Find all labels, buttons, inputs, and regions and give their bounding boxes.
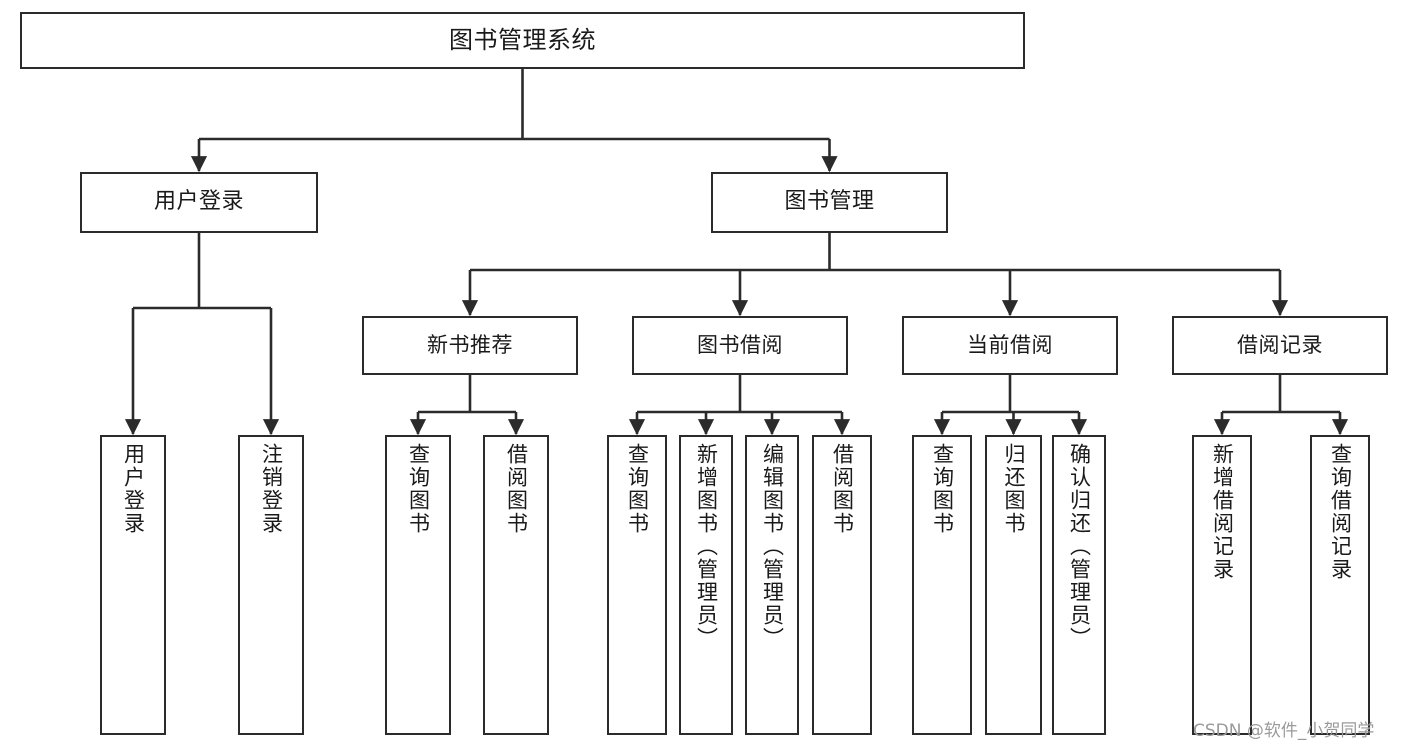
node-label: 新书推荐 xyxy=(427,333,513,358)
node-leaf-confirm-return-admin[interactable]: 确认归还（管理员） xyxy=(1052,435,1106,735)
node-new-book-rec[interactable]: 新书推荐 xyxy=(362,316,578,375)
node-leaf-edit-book-admin[interactable]: 编辑图书（管理员） xyxy=(745,435,799,735)
node-label: 新增图书（管理员） xyxy=(694,443,719,650)
node-label: 注销登录 xyxy=(259,443,284,535)
node-leaf-user-login[interactable]: 用户登录 xyxy=(100,435,166,735)
node-label: 图书管理系统 xyxy=(449,26,596,55)
csdn-watermark: CSDN @软件_小贺同学 xyxy=(1193,721,1375,741)
node-leaf-query-book-borrow[interactable]: 查询图书 xyxy=(607,435,667,735)
node-label: 查询图书 xyxy=(930,443,955,535)
node-leaf-add-book-admin[interactable]: 新增图书（管理员） xyxy=(679,435,733,735)
node-label: 查询图书 xyxy=(625,443,650,535)
node-leaf-return-book[interactable]: 归还图书 xyxy=(985,435,1042,735)
node-label: 图书借阅 xyxy=(697,333,783,358)
node-user-login[interactable]: 用户登录 xyxy=(80,172,318,233)
node-leaf-query-borrow-record[interactable]: 查询借阅记录 xyxy=(1310,435,1370,735)
node-label: 借阅图书 xyxy=(830,443,855,535)
node-leaf-borrow-book-rec[interactable]: 借阅图书 xyxy=(483,435,549,735)
node-label: 用户登录 xyxy=(121,443,146,535)
node-label: 借阅记录 xyxy=(1237,333,1323,358)
node-label: 确认归还（管理员） xyxy=(1067,443,1092,650)
node-label: 编辑图书（管理员） xyxy=(760,443,785,650)
node-leaf-borrow-book[interactable]: 借阅图书 xyxy=(812,435,872,735)
node-leaf-query-book-rec[interactable]: 查询图书 xyxy=(385,435,451,735)
node-leaf-query-book-cur[interactable]: 查询图书 xyxy=(912,435,972,735)
node-label: 新增借阅记录 xyxy=(1210,443,1235,581)
node-label: 用户登录 xyxy=(153,189,244,215)
node-book-borrow[interactable]: 图书借阅 xyxy=(632,316,848,375)
node-leaf-logout-login[interactable]: 注销登录 xyxy=(238,435,304,735)
node-label: 归还图书 xyxy=(1002,443,1027,535)
node-label: 查询图书 xyxy=(406,443,431,535)
node-label: 图书管理 xyxy=(784,189,875,215)
node-label: 查询借阅记录 xyxy=(1328,443,1353,581)
node-book-manage[interactable]: 图书管理 xyxy=(711,172,948,233)
node-current-borrow[interactable]: 当前借阅 xyxy=(902,316,1118,375)
node-borrow-record[interactable]: 借阅记录 xyxy=(1172,316,1388,375)
node-leaf-add-borrow-record[interactable]: 新增借阅记录 xyxy=(1192,435,1252,735)
node-label: 当前借阅 xyxy=(967,333,1053,358)
node-root[interactable]: 图书管理系统 xyxy=(20,12,1025,69)
node-label: 借阅图书 xyxy=(504,443,529,535)
